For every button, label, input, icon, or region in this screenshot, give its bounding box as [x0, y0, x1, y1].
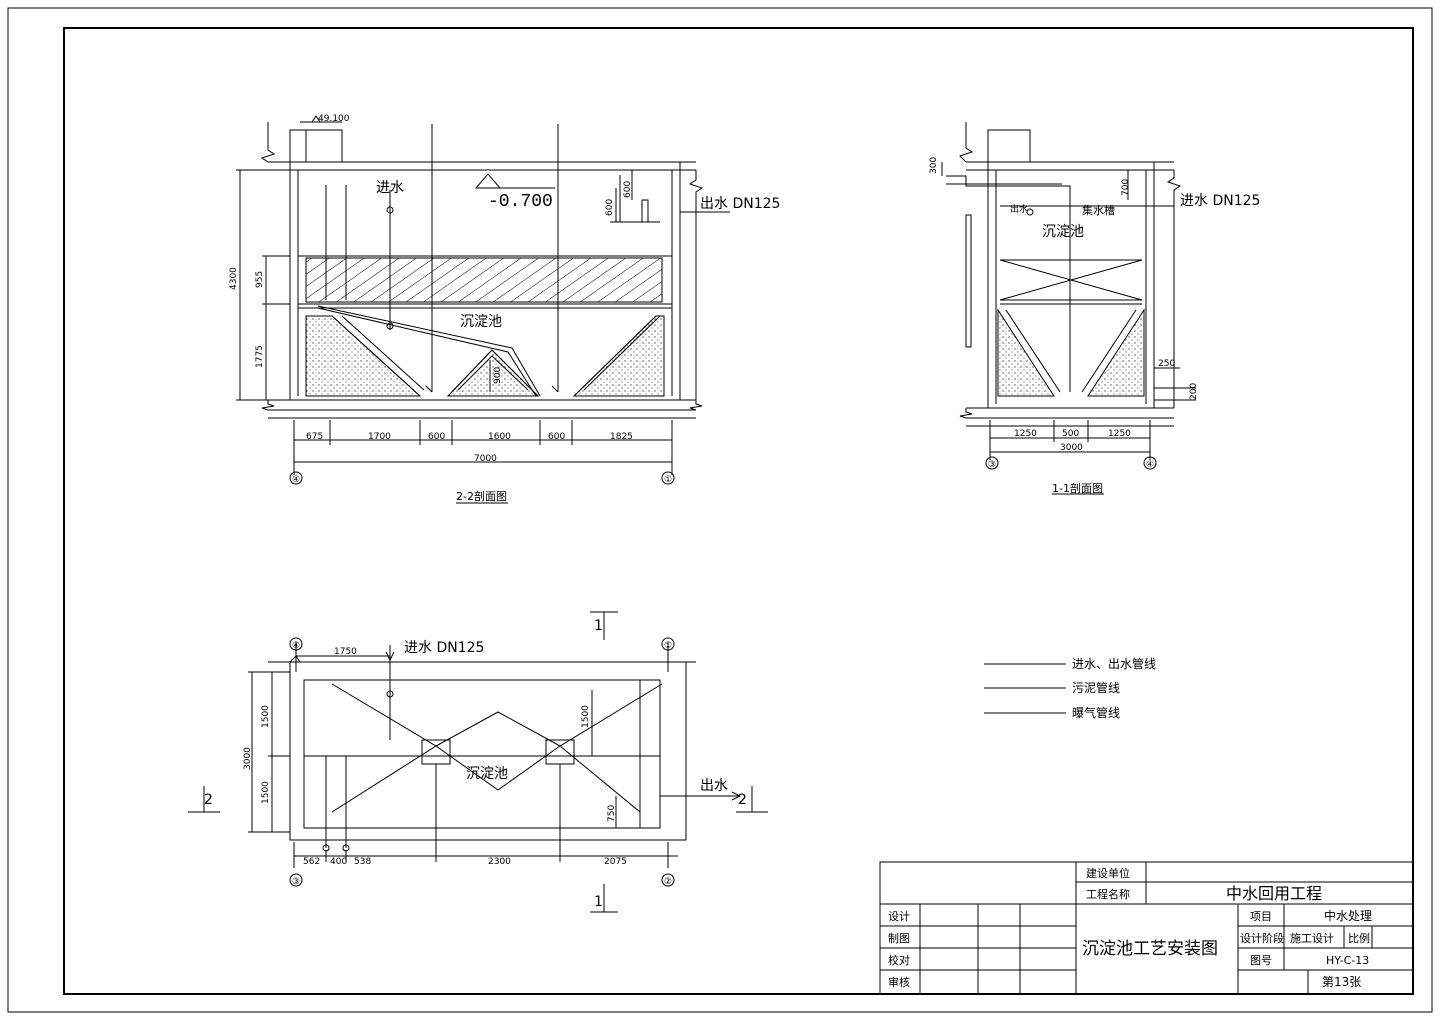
section-2-2-text: 49.100 进水 -0.700 出水 DN125 沉淀池 4300 955 1…	[229, 114, 780, 503]
tank-label: 沉淀池	[460, 314, 502, 330]
item-value: 中水处理	[1324, 908, 1372, 923]
role-review: 审核	[888, 975, 910, 989]
section-mark-right: 2	[738, 792, 747, 808]
dim-1-1-a: 300	[929, 157, 939, 174]
section-2-2-view	[236, 115, 730, 504]
plan-dim-top: 1750	[334, 647, 357, 657]
section-mark-top: 1	[594, 618, 603, 634]
dim-bottom-0: 675	[306, 432, 323, 442]
title-block-text: 建设单位 工程名称 中水回用工程 设计 制图 校对 审核 沉淀池工艺安装图 项目…	[888, 866, 1372, 989]
dim-ridge: 900	[493, 367, 503, 384]
drawing-no-label: 图号	[1250, 954, 1272, 967]
plan-dim-left-a: 1500	[261, 705, 271, 728]
plan-dim-bottom-0: 562	[303, 857, 320, 867]
section-1-1-caption: 1-1剖面图	[1052, 481, 1103, 495]
legend: 进水、出水管线 污泥管线 曝气管线	[984, 656, 1156, 720]
dim-1-1-c: 250	[1158, 359, 1175, 369]
section-1-1-text: 进水 DN125 出水 集水槽 沉淀池 300 700 250 200 1250…	[929, 157, 1260, 495]
section-1-1-view	[941, 122, 1196, 495]
plan-dim-right-b: 750	[607, 805, 617, 822]
dim-1-1-bottom-1: 500	[1062, 429, 1079, 439]
dim-total: 7000	[474, 454, 497, 464]
plan-axis-top-left: ④	[292, 641, 300, 651]
project-name: 中水回用工程	[1226, 884, 1322, 903]
top-elevation: 49.100	[318, 114, 350, 124]
dim-outlet-a: 600	[605, 199, 615, 216]
section-mark-left: 2	[204, 792, 213, 808]
inlet-label: 进水	[376, 180, 404, 196]
sheet-no: 第13张	[1322, 975, 1361, 989]
legend-item-pipe: 进水、出水管线	[1072, 656, 1156, 671]
plan-outlet-label: 出水	[700, 778, 728, 794]
stage-label: 设计阶段	[1240, 931, 1284, 945]
dim-1-1-total: 3000	[1060, 443, 1083, 453]
dim-bottom-3: 1600	[488, 432, 511, 442]
dim-1-1-b: 700	[1121, 179, 1131, 196]
dim-outlet-b: 600	[623, 181, 633, 198]
plan-dim-bottom-4: 2075	[604, 857, 627, 867]
drawing-title: 沉淀池工艺安装图	[1082, 939, 1218, 959]
dim-height-total: 4300	[229, 267, 239, 290]
axis-1-1-right: ④	[1146, 460, 1154, 470]
build-unit-label: 建设单位	[1086, 866, 1130, 880]
inlet-label-1-1: 进水 DN125	[1180, 193, 1260, 209]
dim-height-hopper: 1775	[255, 345, 265, 368]
water-elevation: -0.700	[488, 192, 553, 212]
project-name-label: 工程名称	[1086, 887, 1130, 901]
outer-border	[7, 7, 1433, 1013]
role-check: 校对	[888, 953, 910, 967]
plan-dim-left-b: 1500	[261, 781, 271, 804]
drawing-no: HY-C-13	[1326, 954, 1369, 967]
title-block	[879, 861, 1414, 995]
plan-dim-bottom-3: 2300	[488, 857, 511, 867]
dim-1-1-d: 200	[1189, 383, 1199, 400]
dim-height-tube: 955	[255, 271, 265, 288]
inner-border	[63, 27, 1414, 995]
small-outlet-label: 出水	[1010, 203, 1028, 215]
axis-1-1-left: ③	[988, 460, 996, 470]
plan-dim-bottom-2: 538	[354, 857, 371, 867]
plan-axis-bottom-right: ②	[664, 877, 672, 887]
axis-right: ①	[664, 475, 672, 485]
plan-tank-label: 沉淀池	[466, 766, 508, 782]
legend-item-aeration: 曝气管线	[1072, 705, 1120, 720]
plan-text: 进水 DN125 出水 沉淀池 1750 3000 1500 1500 1500…	[204, 618, 747, 910]
plan-axis-bottom-left: ③	[292, 877, 300, 887]
tank-label-1-1: 沉淀池	[1042, 224, 1084, 240]
role-design: 设计	[888, 910, 910, 923]
plan-inlet-label: 进水 DN125	[404, 640, 484, 656]
role-drafting: 制图	[888, 932, 910, 945]
trough-label: 集水槽	[1082, 203, 1115, 217]
plan-dim-left-total: 3000	[243, 747, 253, 770]
stage-value: 施工设计	[1290, 932, 1334, 945]
plan-axis-top-right: ①	[664, 641, 672, 651]
axis-left: ④	[292, 475, 300, 485]
dim-1-1-bottom-0: 1250	[1014, 429, 1037, 439]
dim-bottom-4: 600	[548, 432, 565, 442]
dim-bottom-2: 600	[428, 432, 445, 442]
dim-1-1-bottom-2: 1250	[1108, 429, 1131, 439]
section-caption: 2-2剖面图	[456, 489, 507, 503]
scale-label: 比例	[1348, 931, 1370, 945]
item-label: 项目	[1250, 910, 1272, 923]
dim-bottom-5: 1825	[610, 432, 633, 442]
legend-item-sludge: 污泥管线	[1072, 680, 1120, 695]
plan-dim-bottom-1: 400	[330, 857, 347, 867]
plan-view	[188, 611, 768, 913]
section-mark-bottom: 1	[594, 894, 603, 910]
plan-dim-right-a: 1500	[581, 705, 591, 728]
dim-bottom-1: 1700	[368, 432, 391, 442]
outlet-label: 出水 DN125	[700, 196, 780, 212]
